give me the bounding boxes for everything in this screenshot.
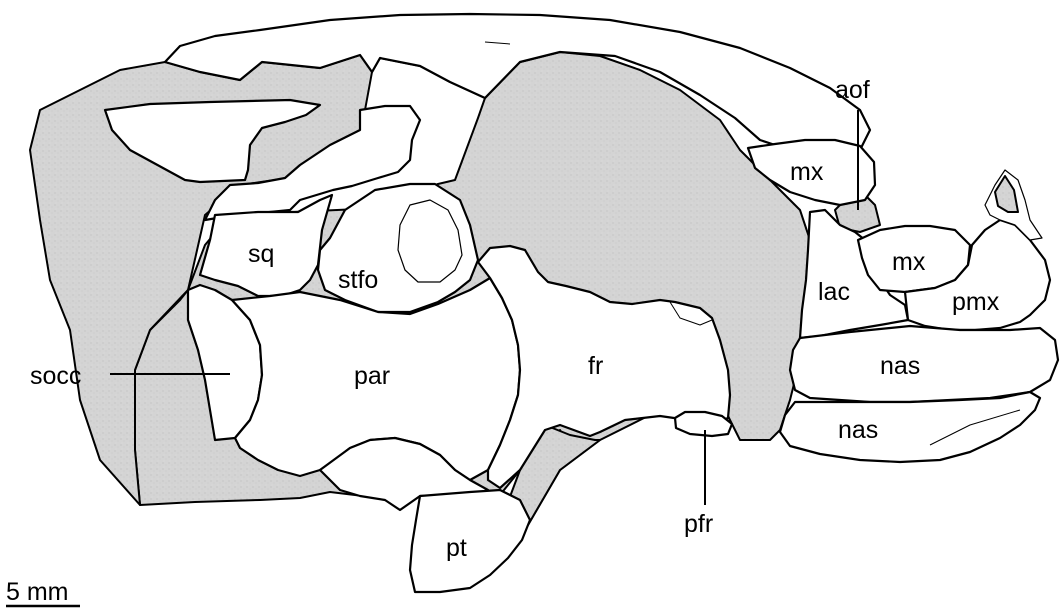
bone-nasal-upper xyxy=(790,326,1058,402)
label-mx-upper: mx xyxy=(790,158,824,186)
label-fr: fr xyxy=(588,352,603,380)
label-nas-upper: nas xyxy=(880,352,920,380)
label-pfr: pfr xyxy=(684,510,713,538)
label-mx-lower: mx xyxy=(892,248,926,276)
scale-bar-label: 5 mm xyxy=(6,578,69,606)
label-par: par xyxy=(354,362,390,390)
label-sq: sq xyxy=(248,240,274,268)
label-pt: pt xyxy=(446,534,467,562)
bone-nasal-lower xyxy=(780,392,1040,462)
label-nas-lower: nas xyxy=(838,416,878,444)
label-aof: aof xyxy=(835,76,870,104)
bone-pterygoid xyxy=(410,490,530,592)
label-lac: lac xyxy=(818,278,850,306)
label-stfo: stfo xyxy=(338,266,378,294)
label-pmx: pmx xyxy=(952,288,1000,316)
label-socc: socc xyxy=(30,362,81,390)
